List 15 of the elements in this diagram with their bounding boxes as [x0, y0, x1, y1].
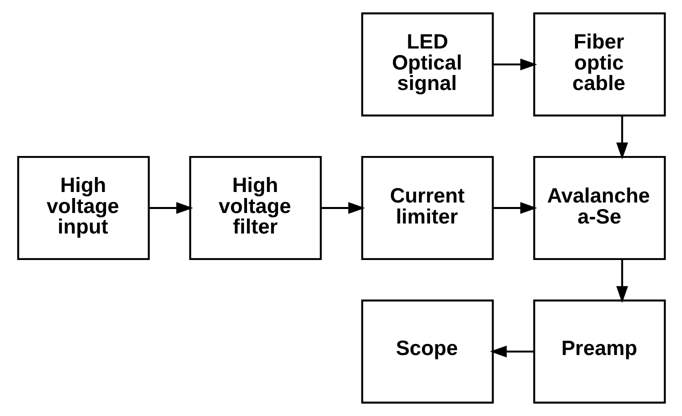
arrow	[489, 346, 534, 358]
node-box: High voltage input	[16, 156, 150, 260]
arrow	[492, 202, 537, 214]
node-box: Current limiter	[360, 156, 494, 260]
node-box: Avalanche a-Se	[532, 156, 666, 260]
arrow	[320, 202, 365, 214]
arrow	[492, 58, 537, 70]
arrow	[616, 259, 628, 303]
node-box: LED Optical signal	[360, 12, 494, 116]
node-box: Scope	[360, 300, 494, 404]
arrow	[616, 116, 628, 160]
node-box: High voltage filter	[188, 156, 322, 260]
node-box: Fiber optic cable	[532, 12, 666, 116]
arrow	[148, 202, 193, 214]
node-box: Preamp	[532, 300, 666, 404]
